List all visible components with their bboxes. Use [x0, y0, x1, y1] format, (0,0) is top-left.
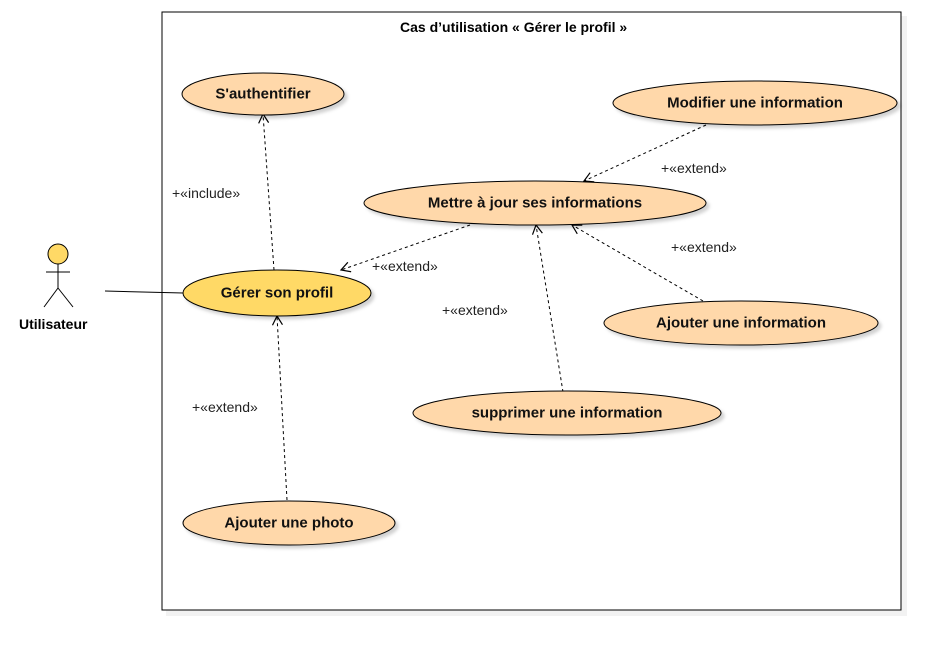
use-case-ajouter-photo[interactable]	[182, 500, 396, 546]
use-case-ajouter-info-label: Ajouter une information	[656, 314, 826, 332]
extend-label-photo: +«extend»	[192, 399, 258, 415]
extend-arrow-ajouter-info	[570, 224, 704, 302]
use-case-gerer-profil-label: Gérer son profil	[220, 284, 334, 302]
include-arrow	[258, 112, 275, 271]
include-label: +«include»	[172, 185, 241, 201]
extend-arrow-photo	[271, 314, 288, 501]
use-case-modifier[interactable]	[612, 80, 898, 126]
actor-icon[interactable]	[43, 243, 74, 308]
use-case-authentifier[interactable]	[181, 72, 345, 116]
use-case-gerer-profil[interactable]	[182, 269, 372, 317]
extend-label-ajouter-info: +«extend»	[671, 239, 737, 255]
use-case-supprimer-label: supprimer une information	[471, 404, 663, 422]
use-case-mettre-a-jour-label: Mettre à jour ses informations	[427, 194, 643, 212]
use-case-mettre-a-jour[interactable]	[363, 180, 707, 226]
extend-label-modifier: +«extend»	[661, 160, 727, 176]
use-case-supprimer[interactable]	[412, 390, 722, 436]
extend-label-supprimer: +«extend»	[442, 302, 508, 318]
extend-arrow-update	[339, 224, 471, 273]
association-line	[104, 290, 184, 294]
extend-label-update: +«extend»	[372, 258, 438, 274]
extend-arrow-supprimer	[531, 223, 564, 393]
use-case-ajouter-info[interactable]	[603, 300, 879, 346]
extend-arrow-modifier	[582, 124, 707, 183]
use-case-authentifier-label: S'authentifier	[215, 85, 311, 103]
use-case-ajouter-photo-label: Ajouter une photo	[224, 514, 354, 532]
actor-label: Utilisateur	[19, 316, 88, 332]
system-title: Cas d’utilisation « Gérer le profil »	[400, 19, 628, 35]
use-case-modifier-label: Modifier une information	[667, 94, 843, 112]
